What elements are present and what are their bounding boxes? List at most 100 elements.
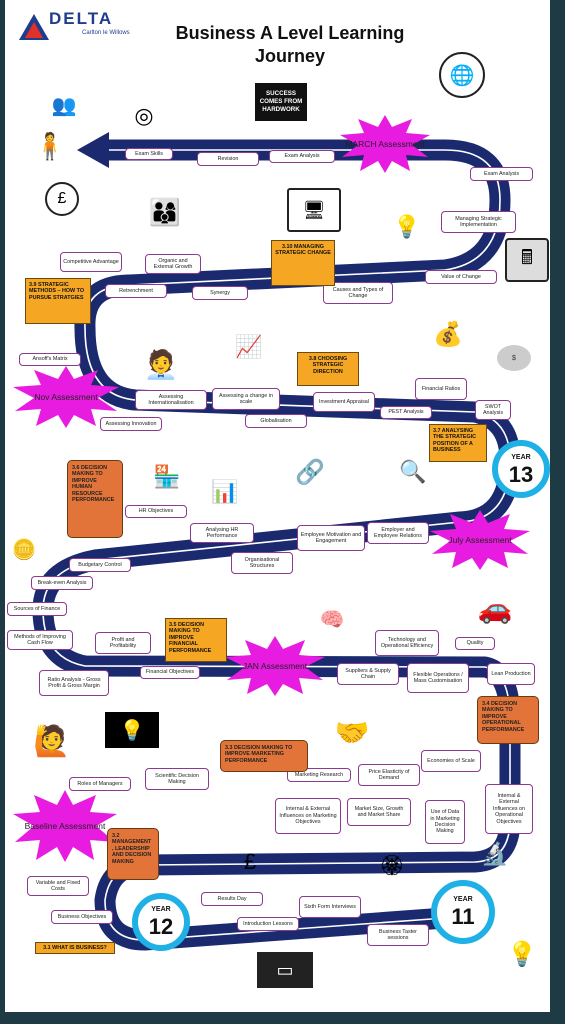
topic-employer-employee-relations: Employer and Employee Relations (367, 522, 429, 544)
person-direction-icon: 🧍 (33, 130, 67, 161)
topic-use-of-data: Use of Data in Marketing Decision Making (425, 800, 465, 844)
topic-introduction-lessons: Introduction Lessons (237, 917, 299, 931)
coins-icon: 🪙 (11, 538, 37, 561)
topic-flexible-operations: Flexible Operations / Mass Customisation (407, 663, 469, 693)
slogan-board: SUCCESS COMES FROM HARDWORK (255, 83, 307, 121)
teamwork-icon: 👨‍👩‍👦 (148, 196, 182, 227)
pound-icon: £ (45, 182, 79, 216)
topic-lean-production: Lean Production (487, 663, 535, 685)
handshake-icon: 🤝 (334, 716, 370, 748)
network-icon: 🔗 (295, 458, 325, 486)
topic-investment-appraisal: Investment Appraisal (313, 392, 375, 412)
topic-globalisation: Globalisation (245, 414, 307, 428)
july-assessment-burst: July Assessment (430, 510, 530, 570)
badge-icon: 🏵 (379, 854, 405, 877)
growth-target-icon: 📈 (235, 334, 263, 359)
topic-employee-motivation: Employee Motivation and Engagement (297, 525, 365, 551)
delta-logo-icon (19, 14, 49, 40)
topic-business-objectives: Business Objectives (51, 910, 113, 924)
topic-sixth-form-interviews: Sixth Form Interviews (299, 896, 361, 918)
coins-chart-icon: 💰 (433, 320, 463, 348)
topic-suppliers-supply-chain: Suppliers & Supply Chain (337, 663, 399, 685)
success-money-icon: $ (497, 345, 531, 371)
unit-3-10-box: 3.10 MANAGING STRATEGIC CHANGE (271, 240, 335, 286)
brain-icon: 🧠 (319, 608, 345, 631)
topic-business-taster-sessions: Business Taster sessions (367, 924, 429, 946)
team-icon: 👥 (51, 94, 77, 117)
topic-profit-profitability: Profit and Profitability (95, 632, 151, 654)
logo-subtitle: Carlton le Willows (82, 30, 130, 36)
topic-synergy: Synergy (192, 286, 248, 300)
topic-influences-marketing-objectives: Internal & External Influences on Market… (275, 798, 341, 834)
baseline-assessment-burst: Baseline Assessment (13, 790, 117, 862)
topic-influences-operational-objectives: Internal & External Influences on Operat… (485, 784, 533, 834)
topic-revision: Revision (197, 152, 259, 166)
topic-variable-fixed-costs: Variable and Fixed Costs (27, 876, 89, 896)
unit-3-7-box: 3.7 ANALYSING THE STRATEGIC POSITION OF … (429, 424, 487, 462)
topic-budgetary-control: Budgetary Control (69, 558, 131, 572)
inspection-icon: 🔬 (481, 841, 509, 866)
topic-retrenchment: Retrenchment (105, 284, 167, 298)
unit-3-8-box: 3.8 CHOOSING STRATEGIC DIRECTION (297, 352, 359, 386)
unit-3-1-box: 3.1 WHAT IS BUSINESS? (35, 942, 115, 954)
learning-journey-poster: DELTA Carlton le Willows Business A Leve… (5, 0, 550, 1012)
topic-ansoffs-matrix: Ansoff's Matrix (19, 353, 81, 366)
topic-assessing-internationalisation: Assessing Internationalisation (135, 390, 207, 410)
unit-3-2-box: 3.2 MANAGEMENT , LEADERSHIP AND DECISION… (107, 828, 159, 880)
topic-sources-of-finance: Sources of Finance (7, 602, 67, 616)
unit-3-9-box: 3.9 STRATEGIC METHODS – HOW TO PURSUE ST… (25, 278, 91, 324)
question-person-icon: 🙋 (33, 724, 71, 758)
unit-3-6-box: 3.6 DECISION MAKING TO IMPROVE HUMAN RES… (67, 460, 123, 538)
topic-scientific-decision-making: Scientific Decision Making (145, 768, 209, 790)
jan-assessment-burst: JAN Assessment (225, 636, 325, 696)
nov-assessment-burst: Nov Assessment (13, 366, 119, 428)
unit-3-5-box: 3.5 DECISION MAKING TO IMPROVE FINANCIAL… (165, 618, 227, 662)
topic-roles-of-managers: Roles of Managers (69, 777, 131, 791)
topic-assessing-innovation: Assessing Innovation (100, 417, 162, 431)
calculator-icon: 🖩 (505, 238, 549, 282)
topic-exam-analysis-2: Exam Analysis (470, 167, 533, 181)
lightbulb-icon: 💡 (105, 712, 159, 748)
topic-price-elasticity: Price Elasticity of Demand (358, 764, 420, 786)
topic-technology-operational-efficiency: Technology and Operational Efficiency (375, 630, 439, 656)
shop-icon: 🏪 (153, 464, 181, 489)
topic-organic-external-growth: Organic and External Growth (145, 254, 201, 274)
strategy-bulb-icon: 💡 (393, 214, 421, 239)
logo-name: DELTA (49, 9, 114, 28)
topic-break-even-analysis: Break-even Analysis (31, 576, 93, 590)
topic-swot-analysis: SWOT Analysis (475, 400, 511, 420)
topic-results-day: Results Day (201, 892, 263, 906)
topic-hr-objectives: HR Objectives (125, 505, 187, 518)
topic-economies-of-scale: Economies of Scale (421, 750, 481, 772)
business-people-icon: 🧑‍💼 (143, 348, 179, 380)
topic-ratio-analysis: Ratio Analysis - Gross Profit & Gross Ma… (39, 670, 109, 696)
idea-bulb-icon: 💡 (507, 940, 537, 968)
topic-organisational-structures: Organisational Structures (231, 552, 293, 574)
year-13-badge: YEAR 13 (492, 440, 550, 498)
globe-people-icon: 🌐 (439, 52, 485, 98)
chalkboard-icon: ▭ (257, 952, 313, 988)
topic-pest-analysis: PEST Analysis (380, 406, 432, 419)
topic-managing-strategic-implementation: Managing Strategic Implementation (441, 211, 516, 233)
topic-methods-improving-cash-flow: Methods of Improving Cash Flow (7, 630, 73, 650)
target-icon: ◎ (134, 103, 154, 128)
pound-hands-icon: £ (243, 849, 257, 874)
topic-causes-types-change: Causes and Types of Change (323, 282, 393, 304)
topic-financial-objectives: Financial Objectives (140, 666, 200, 679)
topic-quality: Quality (455, 637, 495, 650)
year-12-badge: YEAR 12 (132, 893, 190, 951)
car-icon: 🚗 (477, 592, 513, 624)
topic-exam-analysis: Exam Analysis (269, 150, 335, 163)
topic-market-size-growth: Market Size, Growth and Market Share (347, 798, 411, 826)
topic-exam-skills: Exam Skills (125, 148, 173, 160)
topic-assessing-change-in-scale: Assessing a change in scale (212, 388, 280, 410)
person-chart-icon: 📊 (211, 479, 239, 504)
march-assessment-burst: MARCH Assessment (340, 115, 430, 173)
analysis-icon: 🔍 (399, 459, 427, 484)
topic-financial-ratios: Financial Ratios (415, 378, 467, 400)
unit-3-3-box: 3.3 DECISION MAKING TO IMPROVE MARKETING… (220, 740, 308, 772)
presentation-icon: 🖥 (287, 188, 341, 232)
topic-analysing-hr-performance: Analysing HR Performance (190, 523, 254, 543)
topic-competitive-advantage: Competitive Advantage (60, 252, 122, 272)
